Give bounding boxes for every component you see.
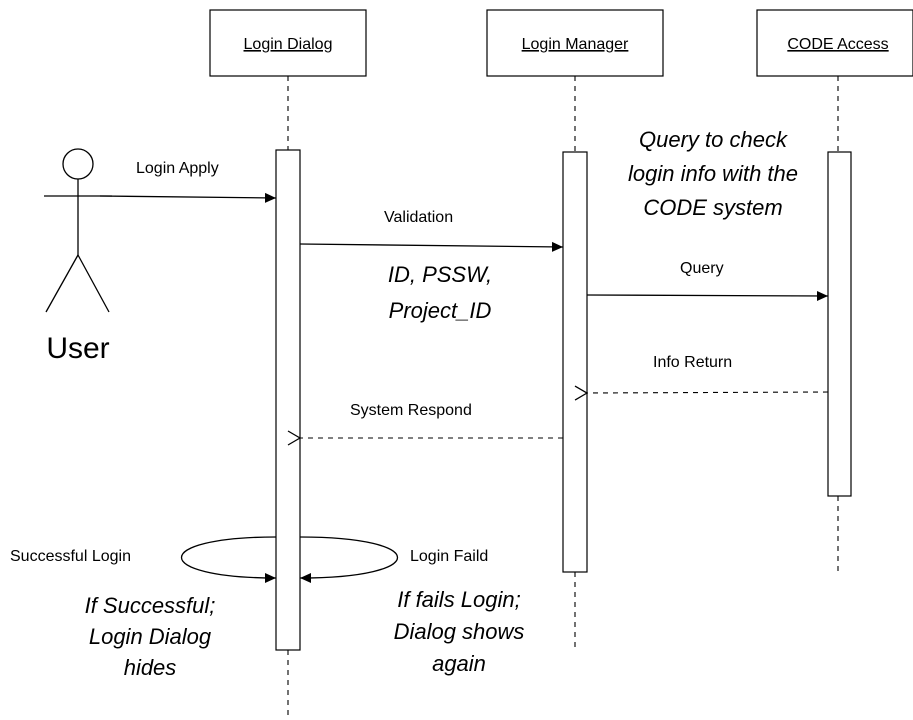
lifeline-code-access: CODE Access [756, 9, 913, 575]
note-success: If Successful; Login Dialog hides [85, 593, 216, 680]
actor-leg-icon [77, 254, 110, 313]
user-actor: User [44, 148, 112, 365]
lifeline-title: Login Dialog [244, 36, 333, 53]
actor-label: User [46, 332, 109, 365]
message-label: Validation [384, 209, 453, 226]
loop-successful-login: Successful Login [10, 536, 277, 583]
arrow-solid [586, 290, 829, 301]
loop-login-faild: Login Faild [299, 536, 488, 583]
message-info-return: Info Return [587, 354, 829, 393]
note-line: login info with the [628, 161, 798, 186]
activation-bar [562, 151, 588, 573]
note-line: ID, PSSW, [388, 262, 492, 287]
note-line: If fails Login; [397, 587, 521, 612]
loop-arrow [180, 536, 277, 583]
message-label: Info Return [653, 354, 732, 371]
note-line: again [432, 651, 486, 676]
note-validation-params: ID, PSSW, Project_ID [388, 262, 492, 323]
arrow-solid [299, 241, 564, 252]
note-line: If Successful; [85, 593, 216, 618]
message-label: System Respond [350, 402, 472, 419]
actor-head-icon [62, 148, 94, 180]
message-system-respond: System Respond [300, 402, 563, 438]
lifeline-login-dialog: Login Dialog [209, 9, 367, 720]
message-label: Login Apply [136, 160, 219, 177]
note-fail: If fails Login; Dialog shows again [394, 587, 525, 676]
activation-bar [827, 151, 852, 497]
note-line: Login Dialog [89, 624, 212, 649]
arrow-solid [99, 192, 277, 203]
note-line: Query to check [639, 127, 788, 152]
lifeline-title: Login Manager [522, 36, 629, 53]
activation-bar [275, 149, 301, 651]
note-line: hides [124, 655, 177, 680]
note-line: Dialog shows [394, 619, 525, 644]
note-line: CODE system [643, 195, 782, 220]
note-line: Project_ID [389, 298, 492, 323]
lifeline-login-manager: Login Manager [486, 9, 664, 650]
message-label: Successful Login [10, 548, 131, 565]
lifeline-box [209, 9, 367, 77]
arrow-dashed [587, 392, 829, 393]
lifeline-title: CODE Access [787, 36, 888, 53]
loop-arrow [299, 536, 399, 583]
note-query: Query to check login info with the CODE … [628, 127, 798, 220]
message-label: Query [680, 260, 724, 277]
message-query: Query [586, 260, 829, 301]
message-validation: Validation [299, 209, 564, 252]
message-label: Login Faild [410, 548, 488, 565]
lifeline-box [756, 9, 913, 77]
actor-leg-icon [45, 254, 79, 313]
message-login-apply: Login Apply [99, 160, 277, 203]
lifeline-box [486, 9, 664, 77]
